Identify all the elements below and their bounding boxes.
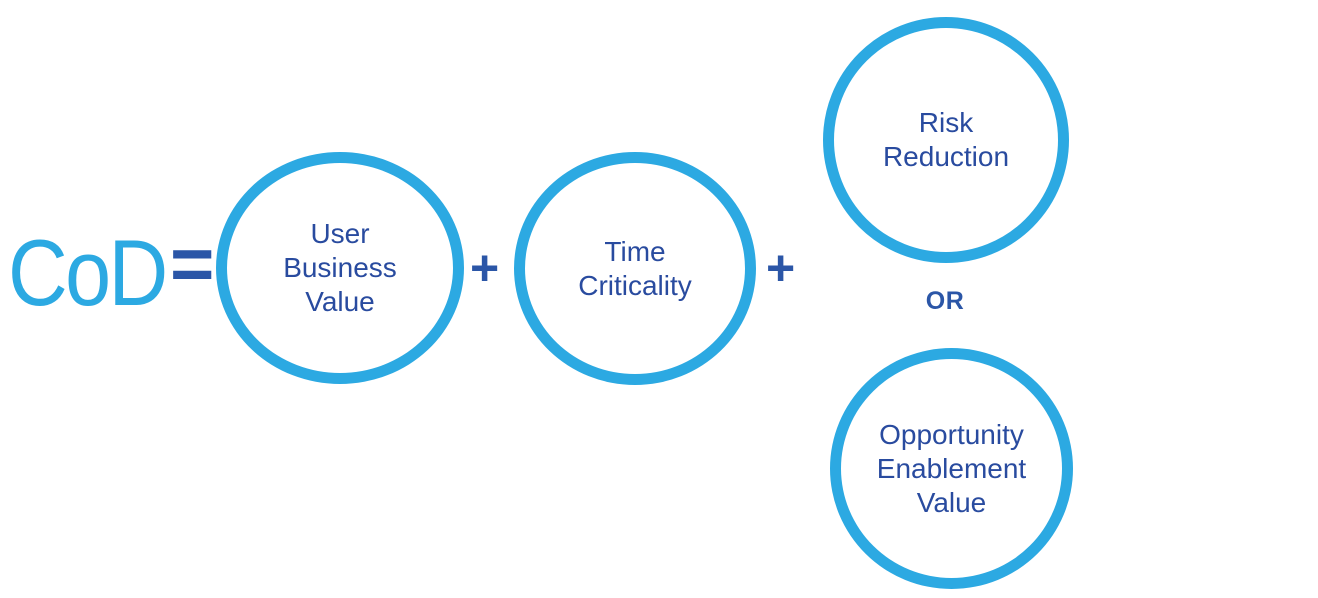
term-circle-user-business-value: User Business Value: [216, 152, 464, 384]
term-label-line: Criticality: [578, 269, 692, 301]
term-label-line: Time: [604, 235, 666, 267]
term-label-line: Value: [305, 286, 375, 317]
term-label-opportunity-enablement-value: Opportunity Enablement Value: [877, 418, 1026, 520]
term-label-line: User: [310, 218, 370, 249]
term-circle-time-criticality: Time Criticality: [514, 152, 756, 385]
term-circle-opportunity-enablement-value: Opportunity Enablement Value: [830, 348, 1073, 589]
term-label-line: Business: [283, 252, 397, 283]
term-label-risk-reduction: Risk Reduction: [883, 106, 1009, 174]
cod-label: CoD: [8, 220, 168, 325]
term-label-user-business-value: User Business Value: [283, 217, 397, 319]
plus-sign-2: +: [766, 240, 796, 296]
term-label-time-criticality: Time Criticality: [578, 235, 692, 303]
term-label-line: Value: [916, 486, 987, 518]
term-label-line: Opportunity: [879, 418, 1024, 450]
term-label-line: Risk: [918, 107, 974, 138]
term-label-line: Enablement: [876, 452, 1027, 484]
term-label-line: Reduction: [882, 141, 1010, 172]
plus-sign-1: +: [470, 240, 500, 296]
equals-sign: =: [170, 222, 215, 307]
term-circle-risk-reduction: Risk Reduction: [823, 17, 1069, 263]
or-label: OR: [925, 287, 965, 315]
